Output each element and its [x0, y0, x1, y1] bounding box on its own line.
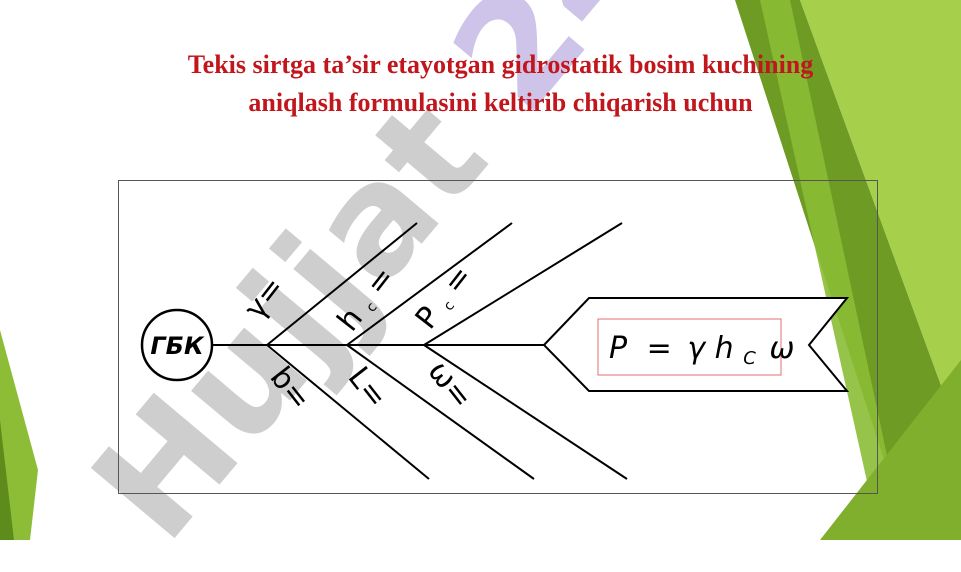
formula-eq: = [647, 331, 672, 366]
label-pc-sub: c [441, 298, 458, 314]
green-corner-left-dark [0, 420, 14, 540]
slide-title: Tekis sirtga ta’sir etayotgan gidrostati… [40, 46, 961, 122]
formula-omega: ω [769, 331, 794, 366]
label-gamma: γ= [238, 271, 292, 326]
formula-h: h [715, 331, 734, 366]
green-strip-light [800, 0, 961, 440]
label-hc-sub: c [363, 299, 380, 315]
label-hc-eq: = [359, 260, 402, 301]
formula-box [597, 318, 782, 376]
formula: P = γ h C ω [609, 331, 794, 372]
green-corner-bottom [820, 360, 961, 540]
fishbone-diagram: ГБК P = γ h C ω γ= [118, 180, 878, 494]
green-corner-left [0, 330, 38, 540]
rib-lower-3 [423, 344, 628, 480]
rib-upper-3 [423, 222, 623, 346]
rib-lower-2 [346, 344, 535, 480]
rib-upper-1 [266, 222, 418, 346]
label-L: L= [341, 360, 394, 415]
label-b: b= [263, 360, 318, 416]
label-pc-eq: = [436, 259, 479, 300]
title-line-2: aniqlash formulasini keltirib chiqarish … [248, 88, 753, 117]
formula-gamma: γ [687, 331, 707, 366]
background-decoration [0, 0, 961, 540]
label-pc: P c = [409, 259, 483, 338]
green-strip-mid [760, 0, 905, 540]
formula-sub: C [743, 348, 756, 369]
formula-p: P [609, 331, 628, 366]
title-line-1: Tekis sirtga ta’sir etayotgan gidrostati… [187, 50, 814, 79]
head-label: ГБК [150, 332, 205, 360]
rib-upper-2 [346, 222, 513, 346]
label-omega: ω= [421, 354, 480, 415]
rib-lower-1 [266, 344, 430, 480]
fishbone-svg: ГБК P = γ h C ω γ= [140, 222, 850, 480]
